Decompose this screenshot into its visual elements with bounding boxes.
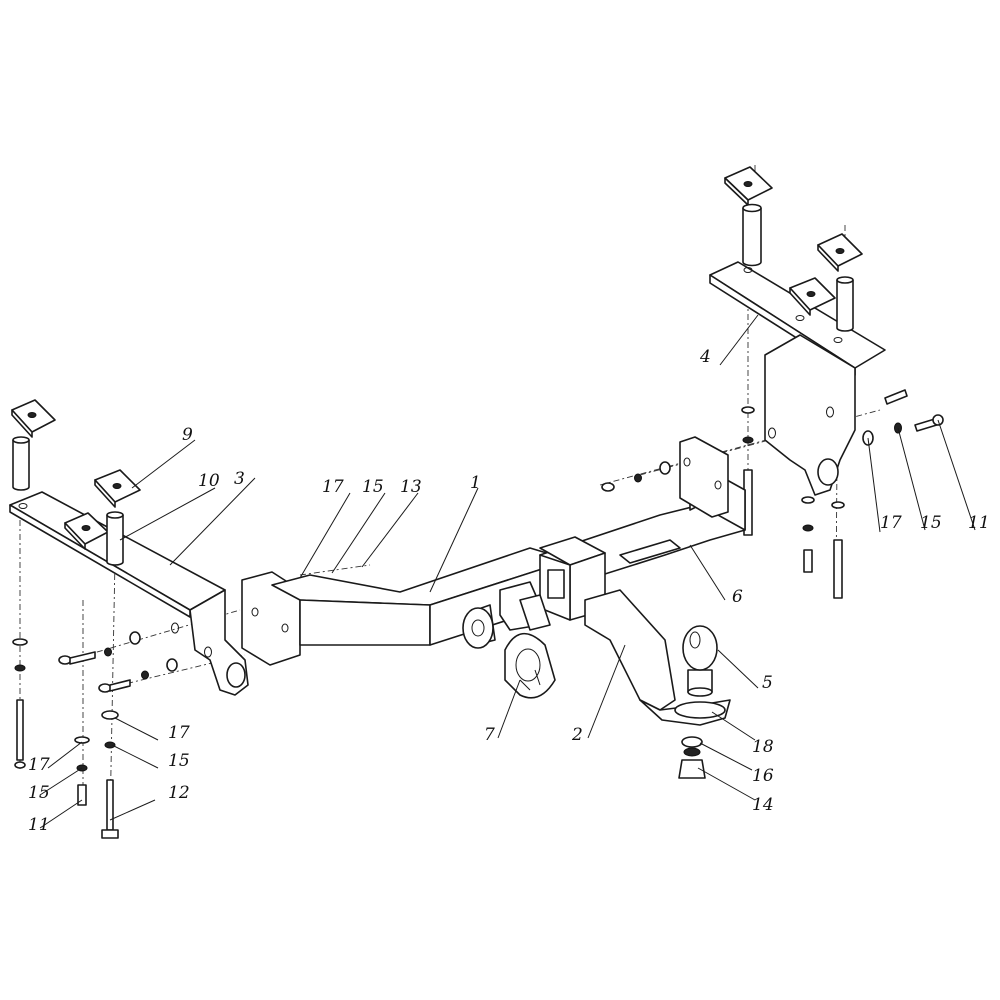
label-part-16: 16	[752, 766, 774, 786]
left-bracket	[9, 491, 249, 696]
leader-lines	[39, 314, 976, 829]
label-part-4: 4	[699, 347, 711, 367]
right-spacers-and-plates	[724, 166, 863, 332]
left-fasteners	[12, 631, 178, 839]
label-part-3: 3	[234, 469, 245, 489]
label-part-17-left: 17	[28, 755, 50, 775]
label-part-18: 18	[752, 737, 774, 757]
label-part-13: 13	[400, 477, 422, 497]
ball-mount	[584, 589, 731, 726]
left-spacers-and-plates	[11, 399, 141, 566]
label-part-17-top: 17	[322, 477, 344, 497]
main-cross-beam	[241, 436, 746, 666]
tow-ball	[678, 625, 718, 779]
label-part-11-left: 11	[28, 815, 50, 835]
label-part-2: 2	[571, 725, 583, 745]
label-part-14: 14	[752, 795, 774, 815]
label-part-15-right: 15	[920, 513, 942, 533]
label-part-15-mid: 15	[168, 751, 190, 771]
label-part-5: 5	[762, 673, 773, 693]
right-bracket	[709, 261, 886, 496]
label-part-9: 9	[182, 425, 193, 445]
label-part-15-left: 15	[28, 783, 50, 803]
label-part-17-mid: 17	[168, 723, 190, 743]
label-part-17-right: 17	[880, 513, 902, 533]
label-part-11-right: 11	[968, 513, 990, 533]
label-part-10: 10	[198, 471, 220, 491]
label-part-15-top: 15	[362, 477, 384, 497]
label-part-1: 1	[470, 473, 481, 493]
label-part-6: 6	[732, 587, 743, 607]
label-part-7: 7	[484, 725, 495, 745]
right-fasteners	[601, 389, 944, 599]
label-part-12: 12	[168, 783, 190, 803]
part-labels: 9 10 3 17 15 13 1 4 6 5 7 2 18 16 14 17 …	[28, 347, 990, 835]
electrical-socket	[504, 594, 556, 699]
